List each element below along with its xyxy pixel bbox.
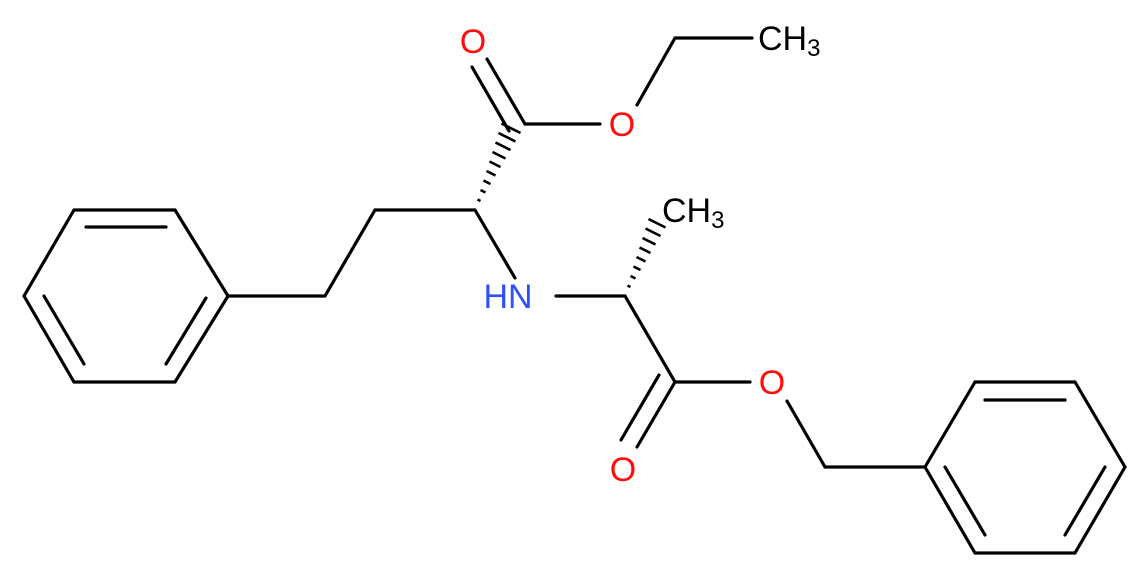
bond-double [470,65,511,133]
bond [923,380,977,469]
bond-inner [1063,465,1107,537]
bond [473,208,517,280]
oxygen-ester-top-label: O [609,106,635,144]
bond [923,465,977,555]
bond [323,208,377,298]
bond-inner [164,296,208,366]
methyl-alpha-label: CH3 [662,192,724,234]
bond [1073,465,1127,555]
bond-inner [943,465,987,537]
hashed-wedge-bond [626,217,667,289]
bond [635,36,677,107]
phenyl-ring-left [22,208,230,384]
methyl-top-main: CH [758,20,807,58]
bond-inner [42,294,86,366]
bond [623,294,677,384]
bond [1073,380,1127,469]
bond-double [485,57,527,126]
bond-double [619,373,661,442]
oxygen-carbonyl-top-label: O [460,23,486,61]
hashed-wedge-bond [476,122,522,203]
oxygen-ester-bottom-label: O [759,364,785,402]
amine-nh-label: HN [483,278,532,316]
methyl-alpha-main: CH [662,192,711,230]
bond-double [635,380,677,449]
methyl-alpha-subscript: 3 [711,207,724,234]
bond [22,208,76,298]
phenyl-ring-right [923,380,1127,555]
methyl-top-subscript: 3 [807,35,820,62]
bond [785,399,827,469]
bond [173,294,230,384]
oxygen-carbonyl-bottom-label: O [610,451,636,489]
bond [22,294,76,384]
bond [173,208,230,298]
methyl-top-label: CH3 [758,20,820,62]
